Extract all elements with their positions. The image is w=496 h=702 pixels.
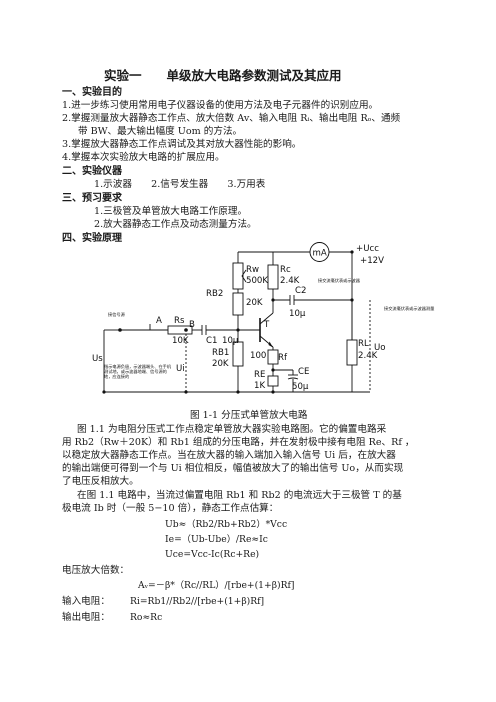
- formula-ie: Ie=（Ub-Ube）/Re≈Ic: [165, 534, 268, 545]
- paragraph-line: 的输出端便可得到一个与 Ui 相位相反，幅值被放大了的输出信号 Uo，从而实现: [62, 463, 404, 474]
- supply-voltage-label: +12V: [360, 256, 384, 266]
- section-heading-objectives: 一、实验目的: [62, 87, 122, 98]
- note-right-top: 接交流毫伏表或示波器: [318, 277, 361, 284]
- ucc-label: +Ucc: [356, 244, 379, 254]
- transistor-label: T: [263, 320, 270, 330]
- rf-label: Rf: [278, 353, 288, 363]
- ce-value: 50μ: [292, 382, 309, 392]
- rs-label: Rs: [174, 316, 185, 326]
- paragraph-line: 极电流 Ib 时（一般 5−10 倍），静态工作点估算：: [62, 503, 279, 514]
- rb1-label: RB1: [212, 348, 229, 358]
- paragraph-line: 图 1.1 为电阻分压式工作点稳定单管放大器实验电路图。它的偏置电路采: [77, 424, 387, 435]
- ce-label: CE: [298, 367, 309, 377]
- rl-label: RL: [358, 339, 369, 349]
- r20k-value: 20K: [246, 298, 263, 308]
- page-title: 实验一 单级放大电路参数测试及其应用: [104, 68, 342, 83]
- rc-label: Rc: [280, 265, 291, 275]
- formula-ub: Ub≈（Rb2/Rb+Rb2）*Vcc: [165, 519, 288, 530]
- section-heading-preview: 三、预习要求: [62, 193, 122, 204]
- rf-value: 100: [250, 351, 266, 361]
- c1-label: C1: [206, 336, 217, 346]
- uo-label: Uo: [374, 343, 386, 353]
- rb2-label: RB2: [206, 289, 223, 299]
- output-resistance-label: 输出电阻：: [62, 612, 110, 623]
- formula-uce: Uce=Vcc-Ic(Rc+Re): [165, 549, 260, 560]
- rs-value: 10K: [172, 336, 189, 346]
- node-a-label: A: [156, 316, 162, 326]
- figure-caption: 图 1-1 分压式单管放大电路: [190, 410, 308, 421]
- re-label: RE: [254, 370, 265, 380]
- rl-value: 2.4K: [358, 351, 378, 361]
- note-left: 指示电源负极，示波器端头、在手机测试地，或示波器地端、信号源的地，应连接的: [104, 364, 172, 380]
- us-label: Us: [92, 354, 103, 364]
- c1-value: 10μ: [222, 336, 239, 346]
- rw-value: 500K: [246, 276, 268, 286]
- objective-item: 2.掌握测量放大器静态工作点、放大倍数 Av、输入电阻 Rᵢ、输出电阻 Rₒ、通…: [62, 113, 401, 124]
- objective-item: 3.掌握放大器静态工作点调试及其对放大器性能的影响。: [62, 139, 302, 150]
- section-heading-principle: 四、实验原理: [62, 233, 122, 244]
- paragraph-line: 了电压反相放大。: [62, 476, 139, 487]
- c2-label: C2: [295, 286, 306, 296]
- preview-item: 2.放大器静态工作点及动态测量方法。: [94, 219, 257, 230]
- objective-item: 4.掌握本次实验放大电路的扩展应用。: [62, 152, 225, 163]
- ui-label: Ui: [176, 364, 185, 374]
- rb1-value: 20K: [212, 359, 229, 369]
- re-value: 1K: [254, 381, 265, 391]
- preview-item: 1.三极管及单管放大电路工作原理。: [94, 206, 248, 217]
- gain-label: 电压放大倍数：: [62, 565, 130, 576]
- instrument-list: 1.示波器 2.信号发生器 3.万用表: [94, 179, 266, 190]
- formula-gain: Aᵥ=－β*（Rc//RL）/[rbe+(1+β)Rf]: [138, 580, 295, 591]
- paragraph-line: 在图 1.1 电路中，当流过偏置电阻 Rb1 和 Rb2 的电流远大于三极管 T…: [77, 490, 402, 501]
- input-resistance-label: 输入电阻：: [62, 596, 110, 607]
- milliammeter-icon: [309, 242, 330, 262]
- note-right: 接交流毫伏表或示波器测量: [384, 305, 434, 312]
- meter-label: mA: [313, 249, 327, 259]
- note-input: 接信号源: [108, 311, 126, 318]
- c2-value: 10μ: [289, 309, 306, 319]
- objective-item: 带 BW、最大输出幅度 Uom 的方法。: [78, 126, 243, 137]
- formula-output-resistance: Ro≈Rc: [130, 612, 163, 623]
- node-b-label: B: [189, 320, 195, 330]
- section-heading-instruments: 二、实验仪器: [62, 166, 122, 177]
- formula-input-resistance: Ri=Rb1//Rb2//[rbe+(1+β)Rf]: [130, 596, 265, 607]
- paragraph-line: 用 Rb2（Rw＋20K）和 Rb1 组成的分压电路，并在发射极中接有电阻 Re…: [62, 437, 415, 448]
- paragraph-line: 以稳定放大器静态工作点。当在放大器的输入端加入输入信号 Ui 后，在放大器: [62, 450, 396, 461]
- rc-value: 2.4K: [280, 276, 300, 286]
- objective-item: 1.进一步练习使用常用电子仪器设备的使用方法及电子元器件的识别应用。: [62, 100, 379, 111]
- rw-label: Rw: [246, 265, 259, 275]
